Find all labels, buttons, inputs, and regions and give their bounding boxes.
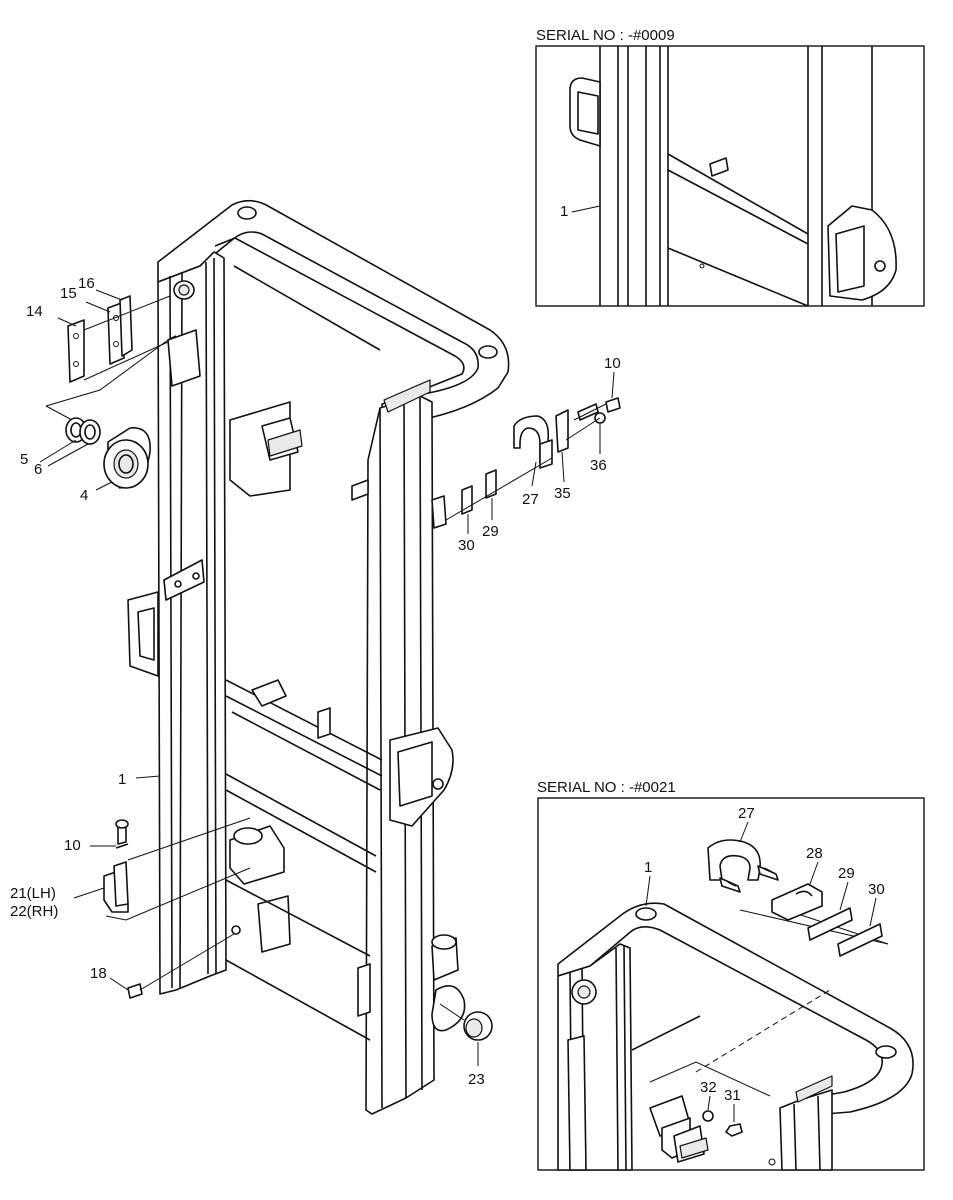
shim-6: [79, 419, 101, 445]
bearing-set: [45, 339, 169, 489]
inset-bottom-label-28: 28: [806, 845, 823, 862]
leader-lines: [39, 289, 615, 1066]
inset-bottom-caption: SERIAL NO : -#0021: [537, 779, 676, 796]
plate-14: [67, 319, 85, 383]
label-16: 16: [78, 275, 95, 292]
hose-clamp-group: [431, 397, 621, 529]
bushing-23: [439, 1003, 493, 1041]
label-15: 15: [60, 285, 77, 302]
outer-mast-frame: [127, 199, 510, 1115]
bracket-35: [555, 409, 569, 453]
label-10-upper: 10: [604, 355, 621, 372]
inset-bottom-label-29: 29: [838, 865, 855, 882]
crosshead-hole-left: [237, 206, 257, 220]
bolt-10-upper: [605, 397, 621, 413]
label-35: 35: [554, 485, 571, 502]
inset-bottom-label-32: 32: [700, 1079, 717, 1096]
bolt-18: [127, 933, 235, 999]
label-18: 18: [90, 965, 107, 982]
lower-left-bracket: [103, 817, 251, 921]
callout-labels: 14 15 16 5 6 4 1 10 21(LH) 22(RH) 18 23 …: [10, 275, 621, 1088]
inset-bottom-label-27: 27: [738, 805, 755, 822]
label-36: 36: [590, 457, 607, 474]
label-29: 29: [482, 523, 499, 540]
inset-bottom-label-31: 31: [724, 1087, 741, 1104]
shim-30: [461, 485, 473, 515]
label-30: 30: [458, 537, 475, 554]
inset-bottom-label-30: 30: [868, 881, 885, 898]
inset-bottom-label-1: 1: [644, 859, 652, 876]
inset-top-caption: SERIAL NO : -#0009: [536, 27, 675, 44]
inset-serial-0009: SERIAL NO : -#0009 1: [535, 27, 925, 307]
label-22-rh: 22(RH): [10, 903, 58, 920]
label-23: 23: [468, 1071, 485, 1088]
liner-plates: [67, 295, 171, 383]
plate-16: [119, 295, 133, 357]
label-1: 1: [118, 771, 126, 788]
shim-29: [485, 469, 497, 499]
inset-top-label-1: 1: [560, 203, 568, 220]
nut-32: [702, 1110, 714, 1122]
label-27: 27: [522, 491, 539, 508]
crosshead-hole-right: [478, 345, 498, 359]
label-6: 6: [34, 461, 42, 478]
label-10-lower: 10: [64, 837, 81, 854]
inset-serial-0021: SERIAL NO : -#0021: [537, 779, 925, 1171]
label-5: 5: [20, 451, 28, 468]
nut-31: [725, 1123, 743, 1137]
label-21-lh: 21(LH): [10, 885, 56, 902]
label-4: 4: [80, 487, 88, 504]
label-14: 14: [26, 303, 43, 320]
